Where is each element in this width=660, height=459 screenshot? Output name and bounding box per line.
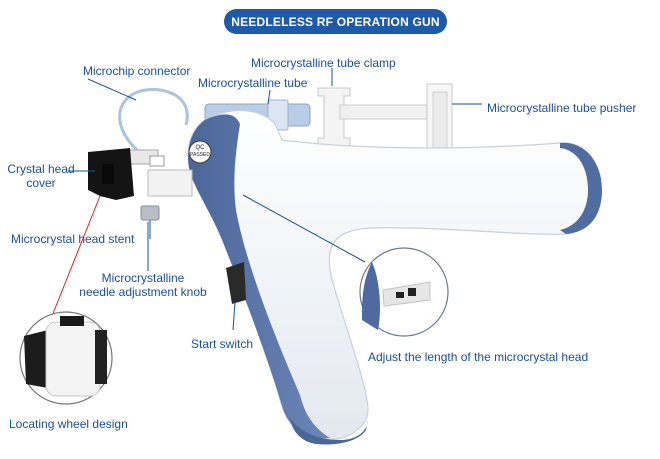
pusher-rod <box>339 104 436 120</box>
label-tube: Microcrystalline tube <box>198 76 308 90</box>
qc-badge <box>188 140 212 164</box>
start-switch <box>226 262 246 304</box>
label-tube-clamp: Microcrystalline tube clamp <box>251 56 396 70</box>
label-knob-2: needle adjustment knob <box>79 285 207 299</box>
label-crystal-head-cover-2: cover <box>26 176 56 190</box>
label-head-stent: Microcrystal head stent <box>11 232 135 246</box>
label-crystal-head-cover-1: Crystal head <box>7 162 75 176</box>
microchip-cable <box>118 88 189 152</box>
label-knob-1: Microcrystalline <box>101 271 185 285</box>
label-start-switch: Start switch <box>191 337 254 351</box>
diagram-title: NEEDLELESS RF OPERATION GUN <box>224 9 447 34</box>
grip-blue <box>188 114 330 439</box>
label-adjust-length: Adjust the length of the microcrystal he… <box>368 350 589 364</box>
locating-wheel-zoom <box>19 311 113 405</box>
leader-lines <box>68 68 482 331</box>
adjustment-knob <box>140 205 160 221</box>
head-stent <box>147 169 193 197</box>
rear-cap <box>560 142 602 234</box>
qc-badge-line1: QC <box>195 145 205 151</box>
adjust-length-zoom <box>359 247 449 337</box>
label-microchip-connector: Microchip connector <box>83 64 191 78</box>
red-pointer-line <box>51 195 101 317</box>
label-locating-wheel: Locating wheel design <box>9 417 128 431</box>
qc-badge-line2: PASSED <box>190 152 210 158</box>
label-tube-pusher: Microcrystalline tube pusher <box>487 101 637 115</box>
